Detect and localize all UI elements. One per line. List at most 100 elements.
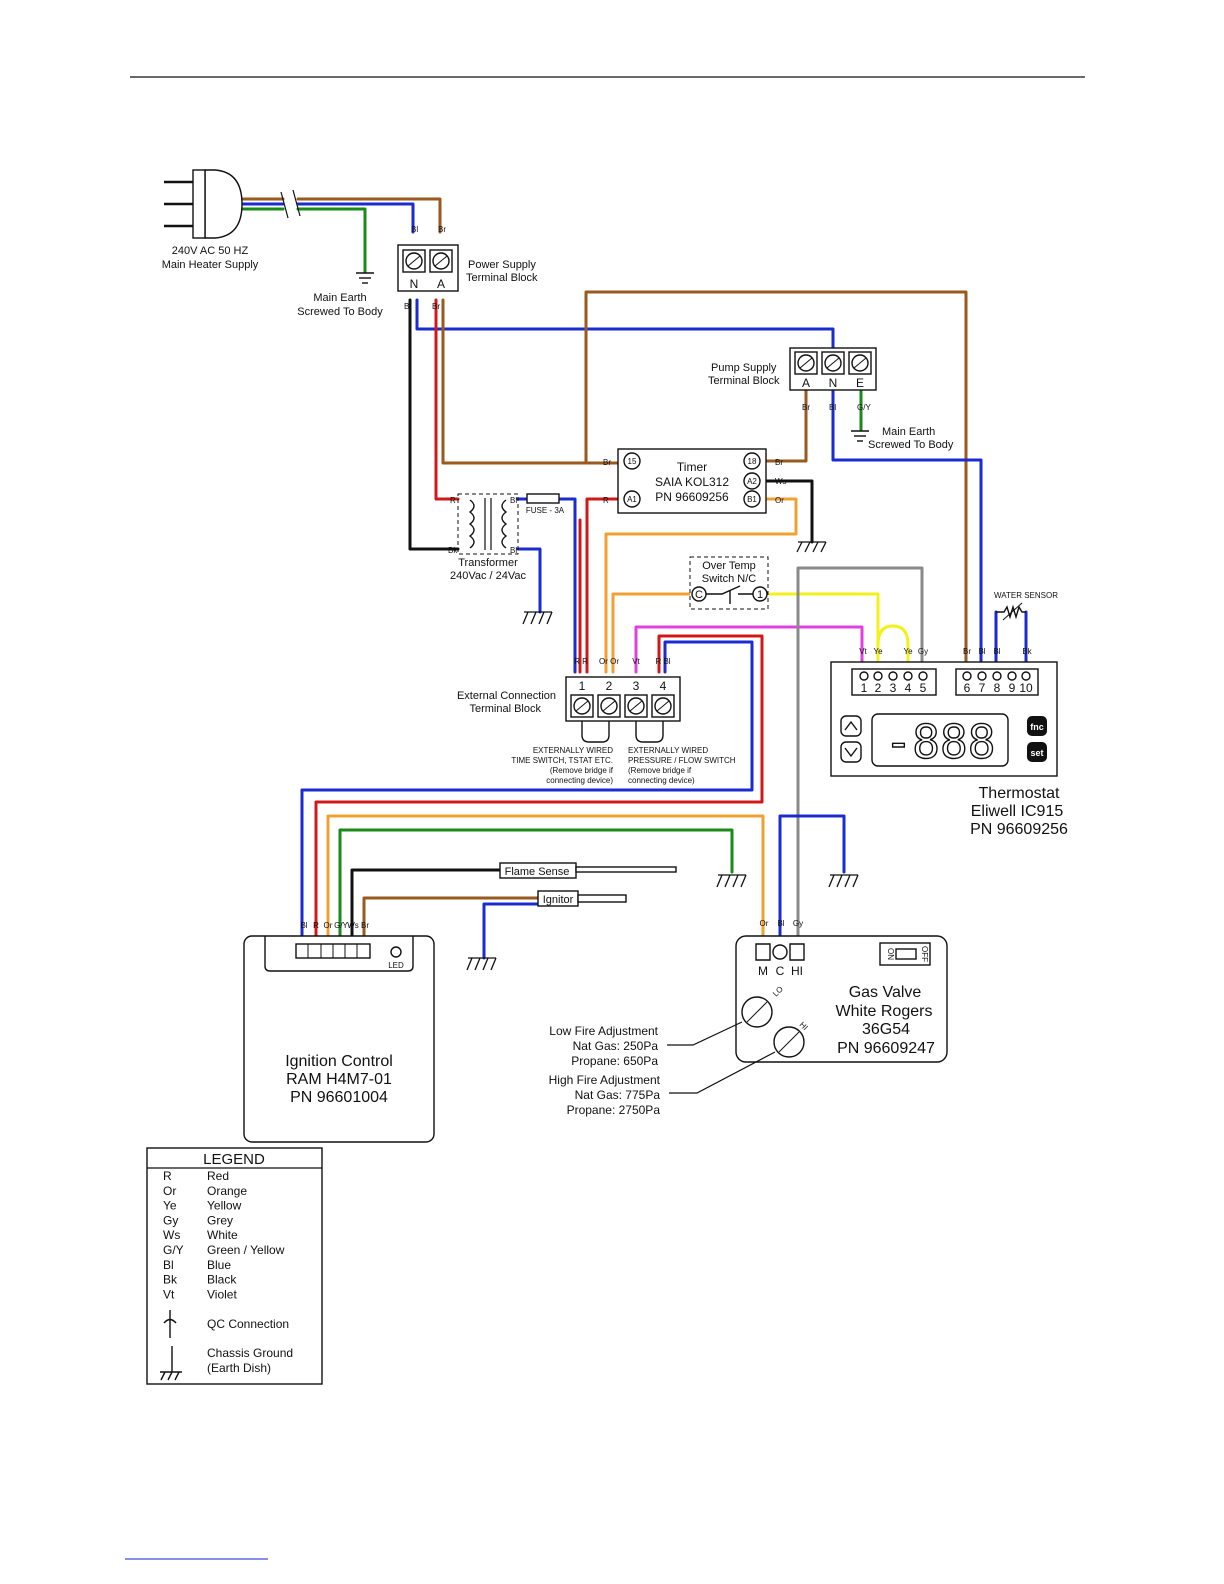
pump-terminal-e: E xyxy=(856,376,864,390)
thermostat-display xyxy=(871,713,1009,767)
tag-supply-n: Bl xyxy=(404,302,411,311)
power-supply-label-1: Power Supply xyxy=(468,259,536,271)
thermostat-up-button xyxy=(840,715,862,737)
timer-pin-15: 15 xyxy=(628,457,637,466)
overtemp-pin-c: C xyxy=(695,589,703,601)
wire-blue-thermostat7 xyxy=(831,386,983,674)
external-connection-terminal-block: 1 2 3 4 External Connection Terminal Blo… xyxy=(457,657,736,785)
tag-pump-n: Bl xyxy=(829,403,836,412)
water-sensor-label: WATER SENSOR xyxy=(994,591,1058,600)
bridge-1-2 xyxy=(581,721,610,743)
ignitor-label: Ignitor xyxy=(543,894,574,906)
tag-thermo-7: Bl xyxy=(978,647,985,656)
ext-note-right-4: connecting device) xyxy=(628,776,695,785)
wire-gy-ground xyxy=(338,828,734,944)
tag-thermo-1: Vt xyxy=(859,647,867,656)
wire-blue-pump-n xyxy=(415,298,835,354)
ext-note-right-1: EXTERNALLY WIRED xyxy=(628,746,708,755)
legend-code: Ye xyxy=(163,1199,177,1213)
pump-supply-label-1: Pump Supply xyxy=(711,362,777,374)
timer-saia: 15 A1 18 A2 B1 Timer SAIA KOL312 PN 9660… xyxy=(603,448,787,514)
thermostat-down-button xyxy=(840,741,862,763)
thermo-terminal-9: 9 xyxy=(1009,681,1016,695)
gas-terminal-hi: HI xyxy=(791,964,803,978)
chassis-ground-timer xyxy=(796,541,827,553)
wire-black-transformer xyxy=(408,298,460,551)
legend-code: Or xyxy=(163,1184,176,1198)
tag-thermo-4: Ye xyxy=(903,647,913,656)
overtemp-label-1: Over Temp xyxy=(702,560,756,572)
wire-blue-ignitor-ground xyxy=(482,902,542,960)
fuse-label: FUSE - 3A xyxy=(526,506,565,515)
thermostat-display-value: -888 xyxy=(885,715,996,769)
chassis-ground-transformer xyxy=(522,611,553,625)
pump-terminal-a: A xyxy=(802,376,810,390)
timer-label-2: SAIA KOL312 xyxy=(655,475,729,489)
wire-black-timer-ground xyxy=(750,479,814,544)
plug-label-2: Main Heater Supply xyxy=(162,259,259,271)
wire-brown-timer18 xyxy=(750,386,808,463)
wire-grey-gasvalve xyxy=(796,566,924,937)
high-fire-label-3: Propane: 2750Pa xyxy=(567,1103,661,1117)
legend-qc: QC Connection xyxy=(207,1317,289,1331)
ext-terminal-2: 2 xyxy=(606,679,613,693)
wire-black-flamesense xyxy=(350,868,504,944)
ext-note-right-2: PRESSURE / FLOW SWITCH xyxy=(628,756,736,765)
main-earth-2-label-2: Screwed To Body xyxy=(868,439,954,451)
tag-timer-18: Br xyxy=(775,458,783,467)
high-fire-label-1: High Fire Adjustment xyxy=(549,1073,661,1087)
legend-name: Violet xyxy=(207,1287,237,1301)
thermo-terminal-4: 4 xyxy=(905,681,912,695)
wire-violet-thermostat1 xyxy=(634,625,864,674)
tag-ext-4: R Bl xyxy=(655,657,670,666)
gas-switch-off: OFF xyxy=(920,946,929,962)
tag-timer-b1: Or xyxy=(775,496,784,505)
ext-terminal-4: 4 xyxy=(660,679,667,693)
thermostat-label-2: Eliwell IC915 xyxy=(971,803,1064,820)
overtemp-label-2: Switch N/C xyxy=(702,573,756,585)
ext-label-2: Terminal Block xyxy=(469,703,541,715)
tag-ign-r: R xyxy=(313,921,319,930)
ext-note-left-3: (Remove bridge if xyxy=(550,766,614,775)
timer-pin-a1: A1 xyxy=(627,495,637,504)
led-indicator xyxy=(390,946,402,958)
tag-thermo-8: Bl xyxy=(993,647,1000,656)
wire-red-ignition xyxy=(314,634,764,944)
gas-valve-label-2: White Rogers xyxy=(836,1003,933,1020)
legend-chassis-1: Chassis Ground xyxy=(207,1346,293,1360)
ext-label-1: External Connection xyxy=(457,690,556,702)
tag-ign-br: Br xyxy=(361,921,369,930)
thermostat-label-3: PN 96609256 xyxy=(970,821,1068,838)
wire-orange-gasvalve xyxy=(326,814,765,944)
thermo-terminal-1: 1 xyxy=(861,681,868,695)
thermo-terminal-5: 5 xyxy=(920,681,927,695)
set-button xyxy=(1027,742,1047,762)
flame-sense-probe: Flame Sense xyxy=(499,862,677,879)
ext-terminal-3: 3 xyxy=(633,679,640,693)
tag-supply-br: Br xyxy=(438,225,446,234)
gas-valve: M C HI ON OFF LO HI Gas Valve White Roge… xyxy=(735,919,948,1063)
wire-supply-blue xyxy=(238,202,415,234)
legend-name: Grey xyxy=(207,1213,233,1227)
wire-red-transformer xyxy=(434,298,460,501)
low-fire-label-3: Propane: 650Pa xyxy=(571,1054,658,1068)
legend-name: Yellow xyxy=(207,1199,242,1213)
tag-transformer-bk: Bk xyxy=(448,546,458,555)
tag-ign-or: Or xyxy=(324,921,333,930)
low-fire-label-2: Nat Gas: 250Pa xyxy=(573,1039,659,1053)
wire-brown-timer15 xyxy=(441,298,624,465)
chassis-ground-gasvalve xyxy=(828,874,859,888)
ignition-control: LED Ignition Control RAM H4M7-01 PN 9660… xyxy=(243,921,435,1143)
tag-thermo-10: Bk xyxy=(1022,647,1032,656)
legend-code: Bk xyxy=(163,1273,178,1287)
low-fire-adjustment: Low Fire Adjustment Nat Gas: 250Pa Propa… xyxy=(549,1024,658,1068)
fnc-button xyxy=(1027,716,1047,736)
power-terminal-n: N xyxy=(410,277,419,291)
flame-sense-label: Flame Sense xyxy=(505,866,570,878)
legend-chassis-2: (Earth Dish) xyxy=(207,1361,271,1375)
timer-pin-a2: A2 xyxy=(747,477,757,486)
gas-valve-label-1: Gas Valve xyxy=(849,984,922,1001)
led-label: LED xyxy=(388,961,404,970)
tag-ext-1: R R xyxy=(574,657,588,666)
tag-timer-15: Br xyxy=(603,458,611,467)
